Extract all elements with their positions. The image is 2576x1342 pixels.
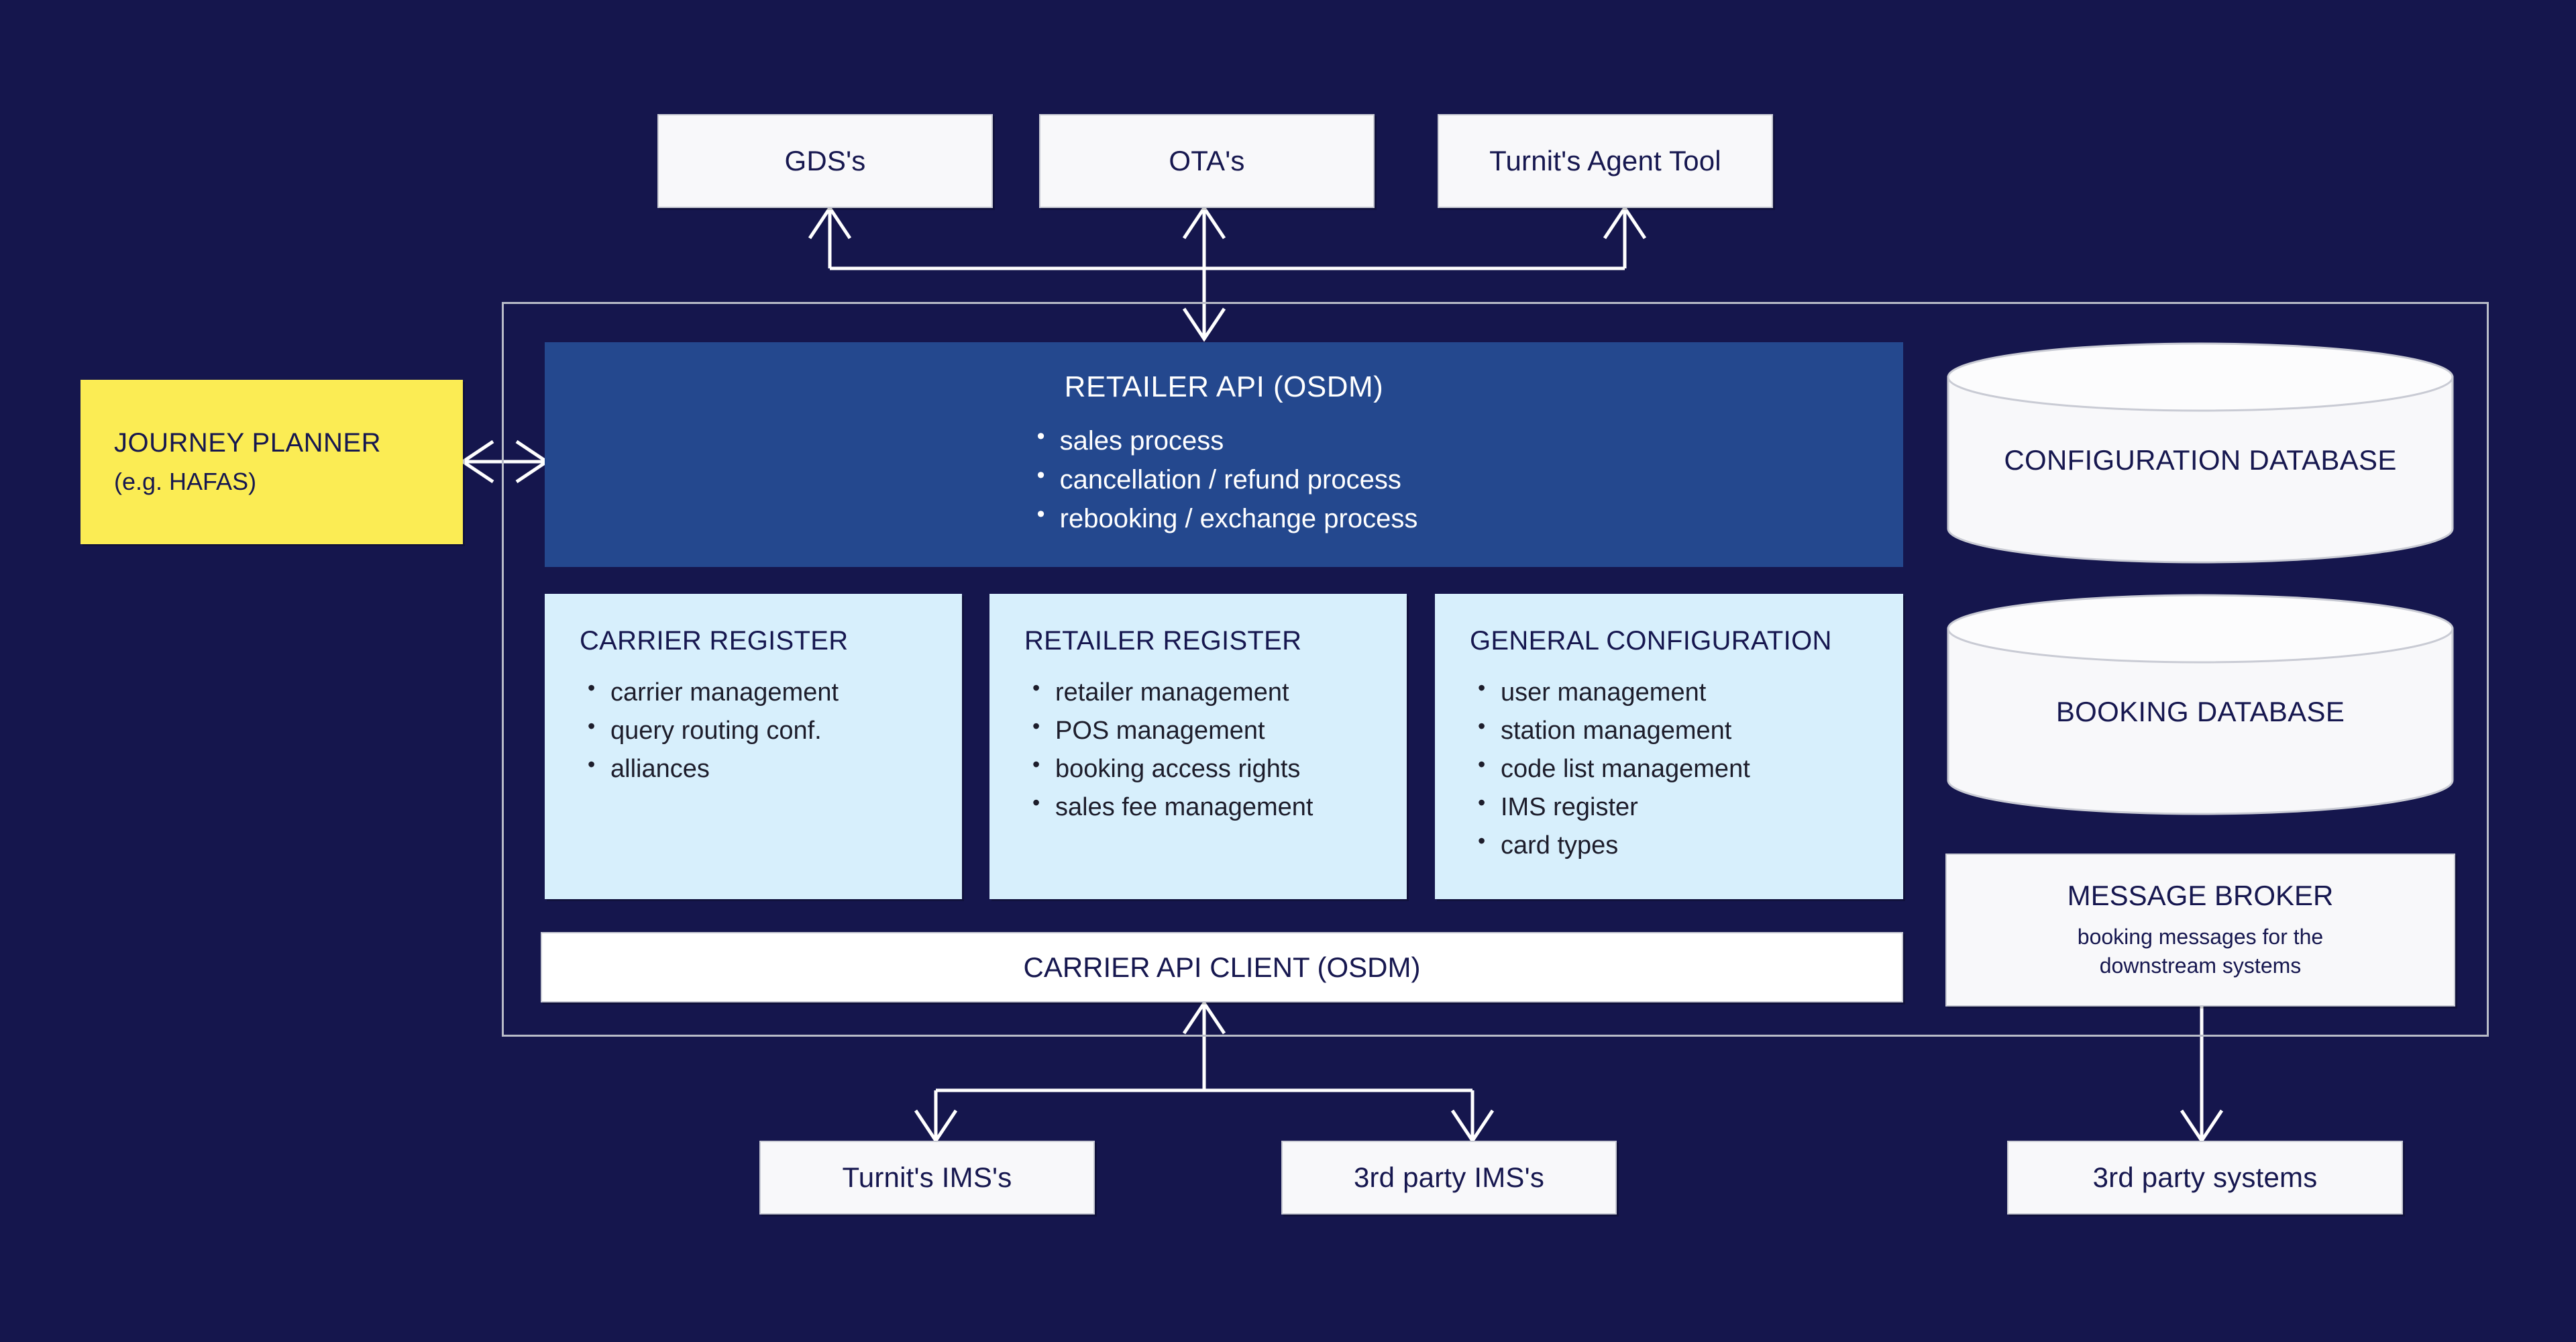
retailer-register-bullet: sales fee management	[1024, 786, 1407, 827]
node-turnit-ims-label: Turnit's IMS's	[842, 1162, 1012, 1193]
node-message-broker[interactable]: MESSAGE BROKER booking messages for the …	[1945, 854, 2455, 1007]
general-configuration-bullet: user management	[1470, 672, 1903, 712]
general-configuration-bullet: IMS register	[1470, 786, 1903, 827]
node-retailer-register[interactable]: RETAILER REGISTER retailer management PO…	[989, 594, 1407, 899]
retailer-api-bullet: cancellation / refund process	[1030, 459, 1418, 499]
general-configuration-bullet: card types	[1470, 825, 1903, 865]
node-ota-label: OTA's	[1169, 145, 1245, 176]
retailer-register-title: RETAILER REGISTER	[1024, 626, 1302, 656]
message-broker-subtitle-line2: downstream systems	[2099, 953, 2302, 978]
node-booking-database[interactable]: BOOKING DATABASE	[1945, 594, 2455, 815]
retailer-api-bullet: rebooking / exchange process	[1030, 498, 1418, 538]
carrier-register-title: CARRIER REGISTER	[580, 626, 849, 656]
node-retailer-api[interactable]: RETAILER API (OSDM) sales process cancel…	[545, 342, 1903, 567]
node-3rd-party-systems-label: 3rd party systems	[2092, 1162, 2318, 1193]
retailer-register-bullet: retailer management	[1024, 672, 1407, 712]
node-turnit-agent-tool[interactable]: Turnit's Agent Tool	[1438, 114, 1773, 208]
retailer-register-bullet: POS management	[1024, 710, 1407, 750]
node-3rd-party-ims[interactable]: 3rd party IMS's	[1281, 1141, 1617, 1215]
journey-planner-title: JOURNEY PLANNER	[114, 428, 381, 458]
node-configuration-database[interactable]: CONFIGURATION DATABASE	[1945, 342, 2455, 564]
platform-boundary	[502, 302, 2489, 1037]
node-3rd-party-ims-label: 3rd party IMS's	[1353, 1162, 1545, 1193]
node-ota[interactable]: OTA's	[1039, 114, 1375, 208]
booking-database-label: BOOKING DATABASE	[2055, 696, 2345, 727]
retailer-register-bullets: retailer management POS management booki…	[1024, 672, 1407, 827]
carrier-register-bullet: alliances	[580, 748, 962, 788]
carrier-register-bullets: carrier management query routing conf. a…	[580, 672, 962, 788]
message-broker-title: MESSAGE BROKER	[2067, 879, 2334, 911]
node-journey-planner[interactable]: JOURNEY PLANNER (e.g. HAFAS)	[80, 380, 463, 544]
carrier-api-client-label: CARRIER API CLIENT (OSDM)	[1023, 951, 1421, 983]
node-gds[interactable]: GDS's	[657, 114, 993, 208]
general-configuration-bullets: user management station management code …	[1470, 672, 1903, 865]
node-3rd-party-systems[interactable]: 3rd party systems	[2007, 1141, 2403, 1215]
node-general-configuration[interactable]: GENERAL CONFIGURATION user management st…	[1435, 594, 1903, 899]
node-turnit-ims[interactable]: Turnit's IMS's	[759, 1141, 1095, 1215]
carrier-register-bullet: carrier management	[580, 672, 962, 712]
general-configuration-bullet: code list management	[1470, 748, 1903, 788]
node-turnit-agent-tool-label: Turnit's Agent Tool	[1489, 145, 1721, 176]
retailer-api-bullets: sales process cancellation / refund proc…	[1030, 420, 1418, 538]
node-carrier-register[interactable]: CARRIER REGISTER carrier management quer…	[545, 594, 962, 899]
node-carrier-api-client[interactable]: CARRIER API CLIENT (OSDM)	[541, 932, 1903, 1002]
carrier-register-bullet: query routing conf.	[580, 710, 962, 750]
retailer-register-bullet: booking access rights	[1024, 748, 1407, 788]
general-configuration-bullet: station management	[1470, 710, 1903, 750]
node-gds-label: GDS's	[784, 145, 866, 176]
message-broker-subtitle-line1: booking messages for the	[2077, 924, 2324, 949]
configuration-database-label: CONFIGURATION DATABASE	[2004, 444, 2397, 476]
journey-planner-subtitle: (e.g. HAFAS)	[114, 468, 257, 495]
retailer-api-bullet: sales process	[1030, 420, 1418, 460]
general-configuration-title: GENERAL CONFIGURATION	[1470, 626, 1832, 656]
retailer-api-title: RETAILER API (OSDM)	[1064, 370, 1384, 403]
